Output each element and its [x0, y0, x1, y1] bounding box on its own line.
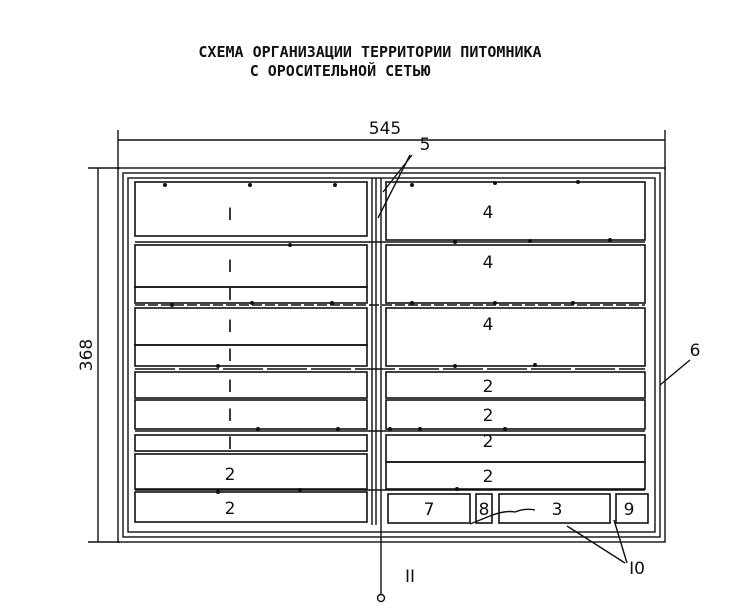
plot-label: I: [227, 377, 232, 397]
plot-label: I: [227, 434, 232, 454]
callout-10: I0: [566, 519, 645, 579]
plot: [385, 181, 646, 241]
plot: [134, 244, 368, 288]
plot: [134, 181, 368, 237]
plot-label: 2: [225, 465, 236, 485]
plot: [134, 434, 368, 452]
plot-label: 7: [424, 500, 435, 520]
plot: [385, 461, 646, 490]
plot: [134, 453, 368, 490]
callout-label: 5: [420, 135, 431, 155]
plot: [134, 371, 368, 399]
plot: [134, 307, 368, 346]
plot-label: 2: [483, 467, 494, 487]
plot: [134, 344, 368, 367]
callout-label: 6: [690, 341, 701, 361]
plot-7: [387, 493, 471, 524]
height-dimension: 368: [77, 167, 120, 543]
pipe-squiggle: [469, 508, 536, 525]
plot-label: I: [227, 346, 232, 366]
plot-label: I: [227, 317, 232, 337]
plot-label: 2: [483, 432, 494, 452]
title-line-2: С ОРОСИТЕЛЬНОЙ СЕТЬЮ: [250, 61, 432, 80]
plot-label: 3: [552, 500, 563, 520]
plot-label: 2: [483, 406, 494, 426]
plot: [385, 434, 646, 463]
width-dimension: 545: [117, 119, 666, 170]
plot-label: 9: [624, 500, 635, 520]
plot: [134, 491, 368, 523]
plot-8: [475, 493, 493, 524]
bottom-plots: 7 8 3 9: [387, 493, 649, 525]
irrigation-lines: [135, 180, 645, 494]
water-intake-icon: [376, 593, 386, 603]
plot-label: 8: [479, 500, 490, 520]
callout-11-label: II: [405, 567, 415, 587]
callout-label: I0: [629, 559, 645, 579]
title-line-1: СХЕМА ОРГАНИЗАЦИИ ТЕРРИТОРИИ ПИТОМНИКА: [198, 43, 541, 61]
main-channel: [371, 178, 386, 603]
plot: [134, 399, 368, 430]
plot: [385, 307, 646, 367]
plot: [385, 399, 646, 430]
width-value: 545: [369, 119, 401, 139]
plot-9: [615, 493, 649, 524]
callout-6: 6: [659, 341, 701, 386]
callout-5: 5: [377, 135, 431, 219]
right-plots: 4 4 4 2 2 2 2: [385, 181, 646, 490]
plot-label: I: [227, 406, 232, 426]
height-value: 368: [77, 339, 97, 371]
plot-label: 4: [483, 253, 494, 273]
plot: [385, 244, 646, 304]
plot-label: I: [227, 257, 232, 277]
plot: [385, 371, 646, 399]
plot-label: 4: [483, 315, 494, 335]
left-plots: I I I I I I I I 2 2: [134, 181, 368, 523]
plot-label: I: [227, 205, 232, 225]
plot: [134, 286, 368, 304]
plot-label: I: [227, 285, 232, 305]
plot-label: 2: [483, 377, 494, 397]
plot-label: 2: [225, 499, 236, 519]
plot-label: 4: [483, 203, 494, 223]
boundary-channels: [117, 167, 666, 543]
plot-3: [498, 493, 611, 524]
